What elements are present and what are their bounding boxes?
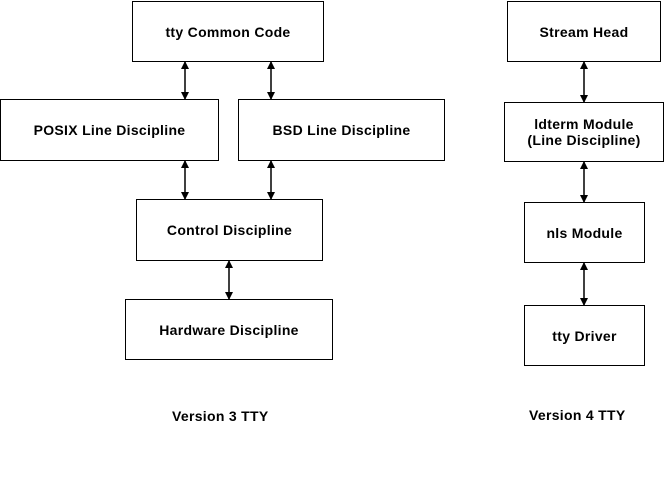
posix-line-discipline-box: POSIX Line Discipline: [0, 99, 219, 161]
hardware-discipline-box: Hardware Discipline: [125, 299, 333, 360]
bsd-line-discipline-label: BSD Line Discipline: [272, 122, 411, 138]
stream-head-label: Stream Head: [539, 23, 629, 40]
ldterm-module-label: ldterm Module: [534, 116, 634, 132]
tty-common-code-label: tty Common Code: [165, 23, 291, 40]
nls-module-box: nls Module: [524, 202, 645, 263]
hardware-discipline-label: Hardware Discipline: [159, 321, 299, 338]
nls-module-label: nls Module: [546, 224, 623, 241]
version-3-caption-text: Version 3 TTY: [172, 408, 269, 424]
control-discipline-label: Control Discipline: [166, 222, 293, 238]
posix-line-discipline-label: POSIX Line Discipline: [33, 122, 186, 138]
stream-head-box: Stream Head: [507, 1, 661, 62]
bsd-line-discipline-box: BSD Line Discipline: [238, 99, 445, 161]
tty-driver-label: tty Driver: [552, 327, 617, 344]
version-4-caption-text: Version 4 TTY: [529, 407, 626, 423]
ldterm-module-box: ldterm Module (Line Discipline): [504, 102, 664, 162]
tty-common-code-box: tty Common Code: [132, 1, 324, 62]
version-4-caption: Version 4 TTY: [529, 407, 626, 423]
version-3-caption: Version 3 TTY: [172, 408, 269, 424]
control-discipline-box: Control Discipline: [136, 199, 323, 261]
tty-driver-box: tty Driver: [524, 305, 645, 366]
ldterm-line-discipline-label: (Line Discipline): [527, 132, 641, 148]
